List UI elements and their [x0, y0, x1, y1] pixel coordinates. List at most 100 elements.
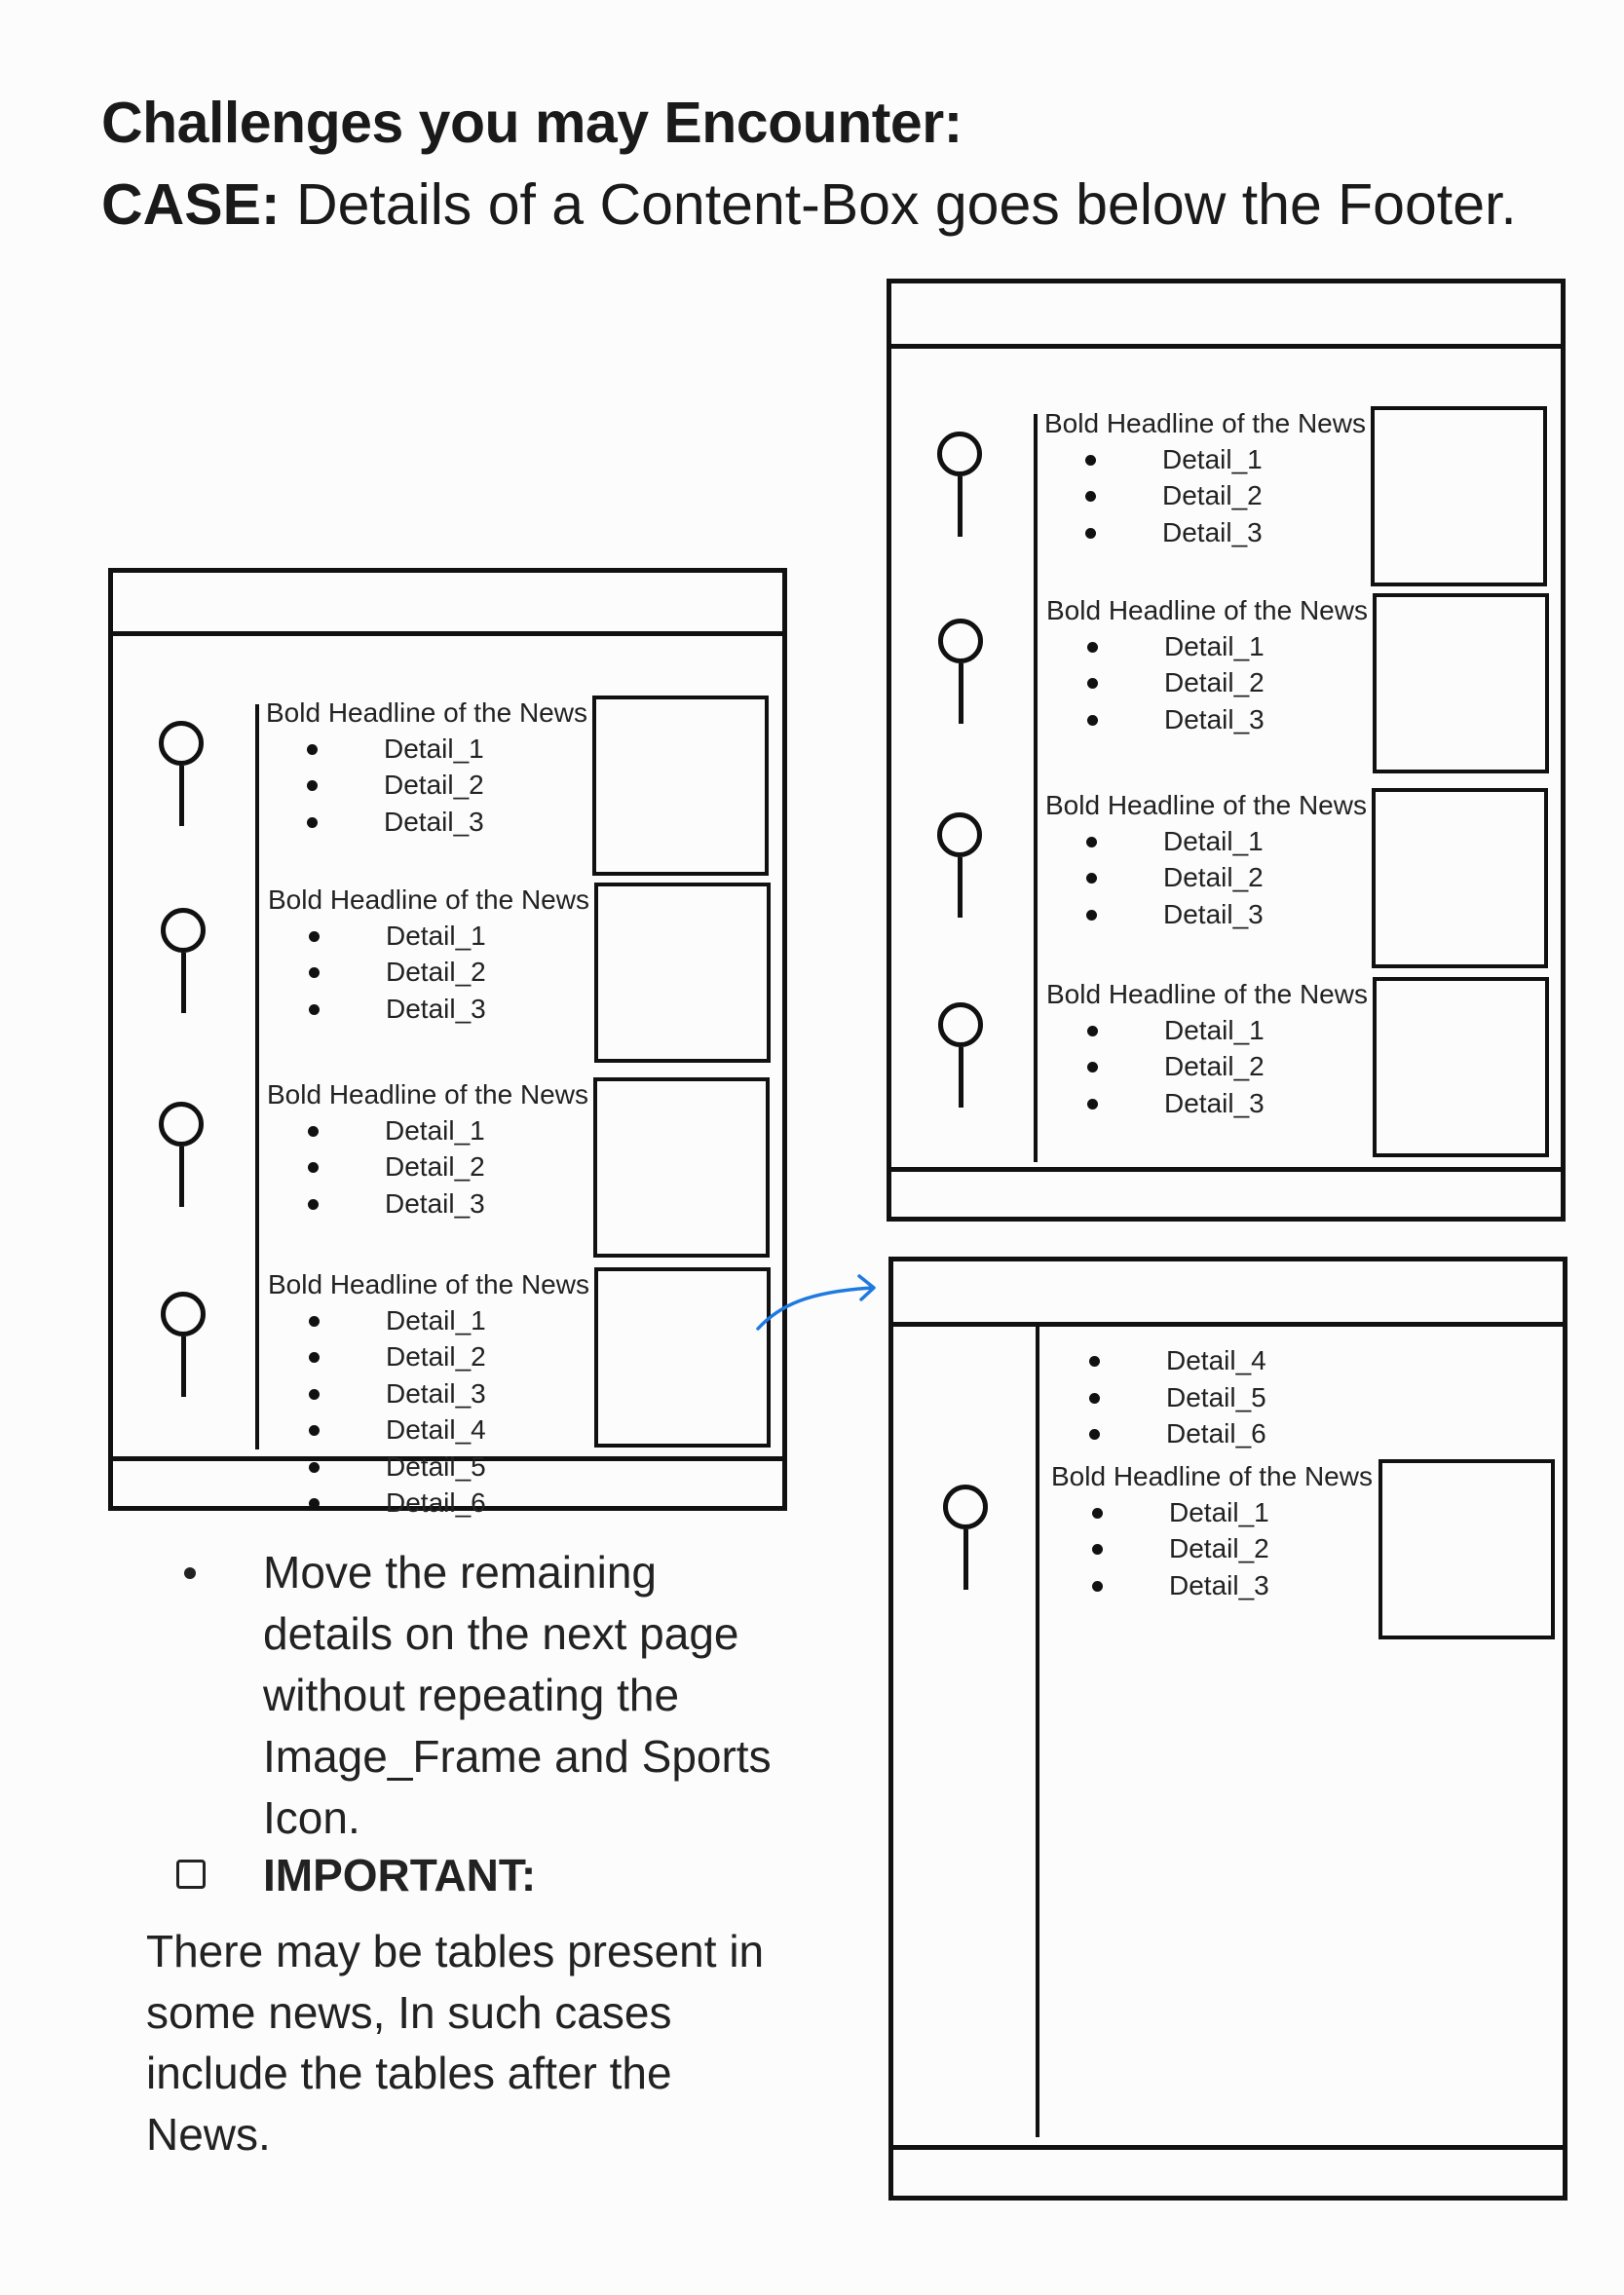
right-bottom-footer-line — [893, 2145, 1567, 2150]
left-page-timeline — [255, 704, 259, 1449]
detail-bullet — [309, 1004, 320, 1015]
sports-pin-icon — [937, 432, 982, 476]
news-detail: Detail_3 — [1169, 1570, 1269, 1600]
news-detail: Detail_1 — [384, 734, 484, 764]
news-headline: Bold Headline of the News — [1046, 979, 1368, 1009]
detail-bullet — [307, 817, 318, 828]
right-bottom-page-frame — [888, 1257, 1567, 2201]
sports-pin-icon — [159, 721, 204, 766]
news-detail: Detail_3 — [1163, 899, 1264, 929]
detail-bullet — [1089, 1393, 1100, 1404]
detail-bullet — [308, 1162, 319, 1173]
important-label: IMPORTANT: — [263, 1850, 537, 1900]
continue-arrow-icon — [756, 1274, 876, 1331]
important-line: News. — [146, 2109, 271, 2160]
news-detail: Detail_3 — [1164, 704, 1265, 734]
sports-pin-icon — [937, 812, 982, 857]
detail-bullet — [1092, 1581, 1103, 1592]
image-frame — [1379, 1459, 1555, 1639]
detail-bullet — [1087, 1099, 1098, 1110]
detail-bullet — [1089, 1429, 1100, 1440]
news-detail: Detail_2 — [384, 770, 484, 800]
note-line: Image_Frame and Sports — [263, 1731, 772, 1782]
sports-pin-stem — [959, 663, 963, 724]
note-line: details on the next page — [263, 1608, 739, 1659]
image-frame — [592, 696, 769, 876]
news-headline: Bold Headline of the News — [1046, 595, 1368, 625]
continued-detail: Detail_5 — [1166, 1382, 1266, 1412]
news-headline: Bold Headline of the News — [1045, 790, 1367, 820]
detail-bullet — [309, 1316, 320, 1327]
detail-bullet — [1085, 455, 1096, 466]
detail-bullet — [309, 1352, 320, 1363]
image-frame — [593, 1077, 770, 1258]
detail-bullet — [1085, 528, 1096, 539]
detail-bullet — [1087, 1062, 1098, 1072]
news-headline: Bold Headline of the News — [267, 1079, 588, 1110]
news-detail: Detail_3 — [384, 807, 484, 837]
right-top-page-frame — [887, 279, 1566, 1222]
sports-pin-icon — [938, 1002, 983, 1047]
sports-pin-icon — [161, 1292, 206, 1336]
sports-pin-stem — [179, 1147, 184, 1207]
sports-pin-stem — [179, 766, 184, 826]
detail-bullet — [1092, 1544, 1103, 1555]
image-frame — [594, 1267, 771, 1448]
sports-pin-icon — [161, 908, 206, 953]
continued-detail: Detail_4 — [1166, 1345, 1266, 1375]
detail-bullet — [309, 1498, 320, 1509]
right-bottom-timeline — [1036, 1326, 1039, 2137]
detail-bullet — [307, 744, 318, 755]
news-detail: Detail_2 — [385, 1151, 485, 1182]
news-detail: Detail_2 — [386, 1341, 486, 1372]
sports-pin-stem — [181, 1336, 186, 1397]
news-headline: Bold Headline of the News — [1044, 408, 1366, 438]
news-headline: Bold Headline of the News — [268, 1269, 589, 1299]
news-headline: Bold Headline of the News — [1051, 1461, 1373, 1491]
detail-bullet — [1087, 642, 1098, 653]
news-detail: Detail_1 — [385, 1115, 485, 1146]
news-detail: Detail_3 — [1164, 1088, 1265, 1118]
news-detail-overflow: Detail_6 — [386, 1487, 486, 1518]
note-bullet — [184, 1567, 196, 1579]
case-text: Details of a Content-Box goes below the … — [280, 172, 1517, 237]
news-headline: Bold Headline of the News — [266, 697, 587, 728]
detail-bullet — [309, 1425, 320, 1436]
image-frame — [594, 883, 771, 1063]
image-frame — [1373, 593, 1549, 773]
detail-bullet — [308, 1126, 319, 1137]
news-detail: Detail_1 — [1169, 1497, 1269, 1527]
right-bottom-header-line — [888, 1322, 1567, 1327]
news-detail: Detail_1 — [1164, 631, 1265, 661]
detail-bullet — [1086, 837, 1097, 847]
news-detail: Detail_4 — [386, 1414, 486, 1445]
right-top-footer-line — [891, 1167, 1566, 1172]
left-page-header-line — [108, 631, 787, 636]
case-description: CASE: Details of a Content-Box goes belo… — [101, 171, 1517, 238]
important-line: There may be tables present in — [146, 1926, 765, 1976]
detail-bullet — [1086, 873, 1097, 884]
news-detail: Detail_1 — [386, 921, 486, 951]
page-title: Challenges you may Encounter: — [101, 91, 963, 155]
sports-pin-icon — [159, 1102, 204, 1147]
news-headline: Bold Headline of the News — [268, 884, 589, 915]
news-detail: Detail_3 — [386, 1378, 486, 1409]
news-detail: Detail_3 — [386, 994, 486, 1024]
news-detail: Detail_2 — [386, 957, 486, 987]
news-detail: Detail_1 — [1163, 826, 1264, 856]
sports-pin-icon — [938, 619, 983, 663]
note-line: without repeating the — [263, 1670, 680, 1720]
detail-bullet — [309, 1462, 320, 1473]
detail-bullet — [309, 931, 320, 942]
sports-pin-icon — [943, 1485, 988, 1529]
news-detail: Detail_1 — [386, 1305, 486, 1336]
case-label: CASE: — [101, 172, 281, 237]
news-detail: Detail_2 — [1164, 1051, 1265, 1081]
sports-pin-stem — [958, 857, 963, 918]
sports-pin-stem — [963, 1529, 968, 1590]
detail-bullet — [1087, 678, 1098, 689]
detail-bullet — [307, 780, 318, 791]
detail-bullet — [1087, 715, 1098, 726]
image-frame — [1372, 788, 1548, 968]
right-top-timeline — [1034, 414, 1038, 1162]
